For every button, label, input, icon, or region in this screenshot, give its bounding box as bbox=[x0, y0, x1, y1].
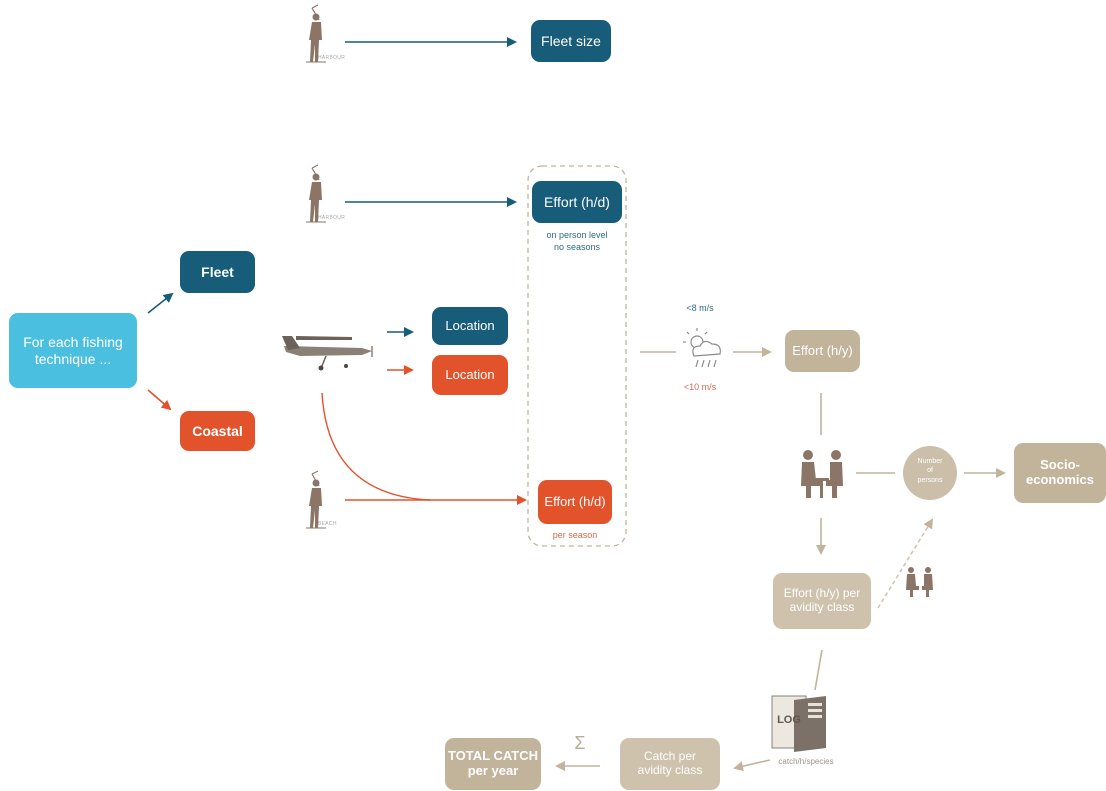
fleet-size-label: Fleet size bbox=[541, 32, 601, 49]
fisherman-icon bbox=[306, 470, 326, 529]
total-line-2: per year bbox=[467, 763, 519, 778]
effort-hd-top-label: Effort (h/d) bbox=[544, 193, 610, 210]
effort-hd-bottom-node: Effort (h/d) bbox=[538, 480, 612, 524]
arrow-start-to-fleet bbox=[147, 292, 174, 314]
fisherman-icon bbox=[306, 164, 326, 223]
interview-icon bbox=[801, 450, 843, 498]
socio-line-1: Socio- bbox=[1040, 457, 1080, 473]
number-of-persons-text: Number of persons bbox=[905, 457, 955, 485]
total-line-1: TOTAL CATCH bbox=[447, 748, 539, 764]
effort-bottom-note: per season bbox=[552, 530, 598, 540]
effort-hy-node: Effort (h/y) bbox=[785, 330, 860, 372]
fleet-label: Fleet bbox=[201, 263, 234, 280]
arrow-logbook-to-catch bbox=[733, 759, 771, 772]
fleet-size-node: Fleet size bbox=[531, 20, 611, 62]
for-each-line-2: technique ... bbox=[34, 350, 112, 367]
catch-avidity-line-2: avidity class bbox=[637, 763, 703, 777]
socio-line-2: economics bbox=[1026, 472, 1094, 487]
effort-avidity-node: Effort (h/y) per avidity class bbox=[773, 573, 871, 629]
logbook-icon bbox=[771, 695, 826, 752]
curve-plane-to-effort-bottom bbox=[321, 392, 431, 501]
effort-group-dashed-box bbox=[527, 165, 627, 547]
location-orange-label: Location bbox=[445, 366, 495, 382]
effort-hy-label: Effort (h/y) bbox=[792, 342, 853, 358]
line-effort-avidity-down bbox=[814, 649, 823, 691]
fleet-node: Fleet bbox=[180, 251, 255, 293]
sum-symbol: Σ bbox=[574, 733, 586, 753]
weather-icon bbox=[683, 328, 721, 368]
harbour-label-1: HARBOUR bbox=[318, 55, 346, 61]
coastal-label: Coastal bbox=[192, 422, 243, 439]
effort-avidity-line-1: Effort (h/y) per bbox=[783, 586, 861, 601]
logbook-text: LOG bbox=[777, 714, 801, 726]
wind-high-label: <10 m/s bbox=[683, 382, 717, 392]
socio-economics-node: Socio- economics bbox=[1014, 443, 1106, 503]
airplane-icon bbox=[282, 336, 373, 371]
harbour-label-2: HARBOUR bbox=[318, 215, 346, 221]
effort-hd-bottom-label: Effort (h/d) bbox=[544, 493, 606, 509]
beach-label: BEACH bbox=[318, 521, 337, 527]
for-each-line-1: For each fishing bbox=[23, 334, 123, 351]
dashed-arrow-to-number bbox=[877, 518, 934, 609]
effort-top-note-2: no seasons bbox=[553, 242, 601, 252]
coastal-node: Coastal bbox=[180, 411, 255, 451]
effort-top-note-1: on person level bbox=[546, 230, 608, 240]
location-orange-node: Location bbox=[432, 355, 508, 395]
fisherman-icon bbox=[306, 4, 326, 63]
for-each-technique-node: For each fishing technique ... bbox=[9, 313, 137, 388]
arrow-start-to-coastal bbox=[147, 389, 172, 411]
catch-avidity-line-1: Catch per bbox=[643, 749, 697, 764]
number-line-2: of bbox=[927, 467, 933, 475]
location-teal-node: Location bbox=[432, 307, 508, 345]
number-line-3: persons bbox=[917, 476, 943, 484]
number-of-persons-circle bbox=[903, 446, 957, 500]
number-line-1: Number bbox=[917, 458, 943, 465]
location-teal-label: Location bbox=[445, 317, 495, 333]
catch-avidity-node: Catch per avidity class bbox=[620, 738, 720, 790]
wind-low-label: <8 m/s bbox=[686, 303, 714, 313]
effort-avidity-line-2: avidity class bbox=[789, 600, 855, 614]
total-catch-node: TOTAL CATCH per year bbox=[445, 738, 541, 790]
interview-icon bbox=[906, 567, 933, 597]
effort-hd-top-node: Effort (h/d) bbox=[532, 181, 622, 223]
logbook-note: catch/h/species bbox=[778, 757, 834, 766]
